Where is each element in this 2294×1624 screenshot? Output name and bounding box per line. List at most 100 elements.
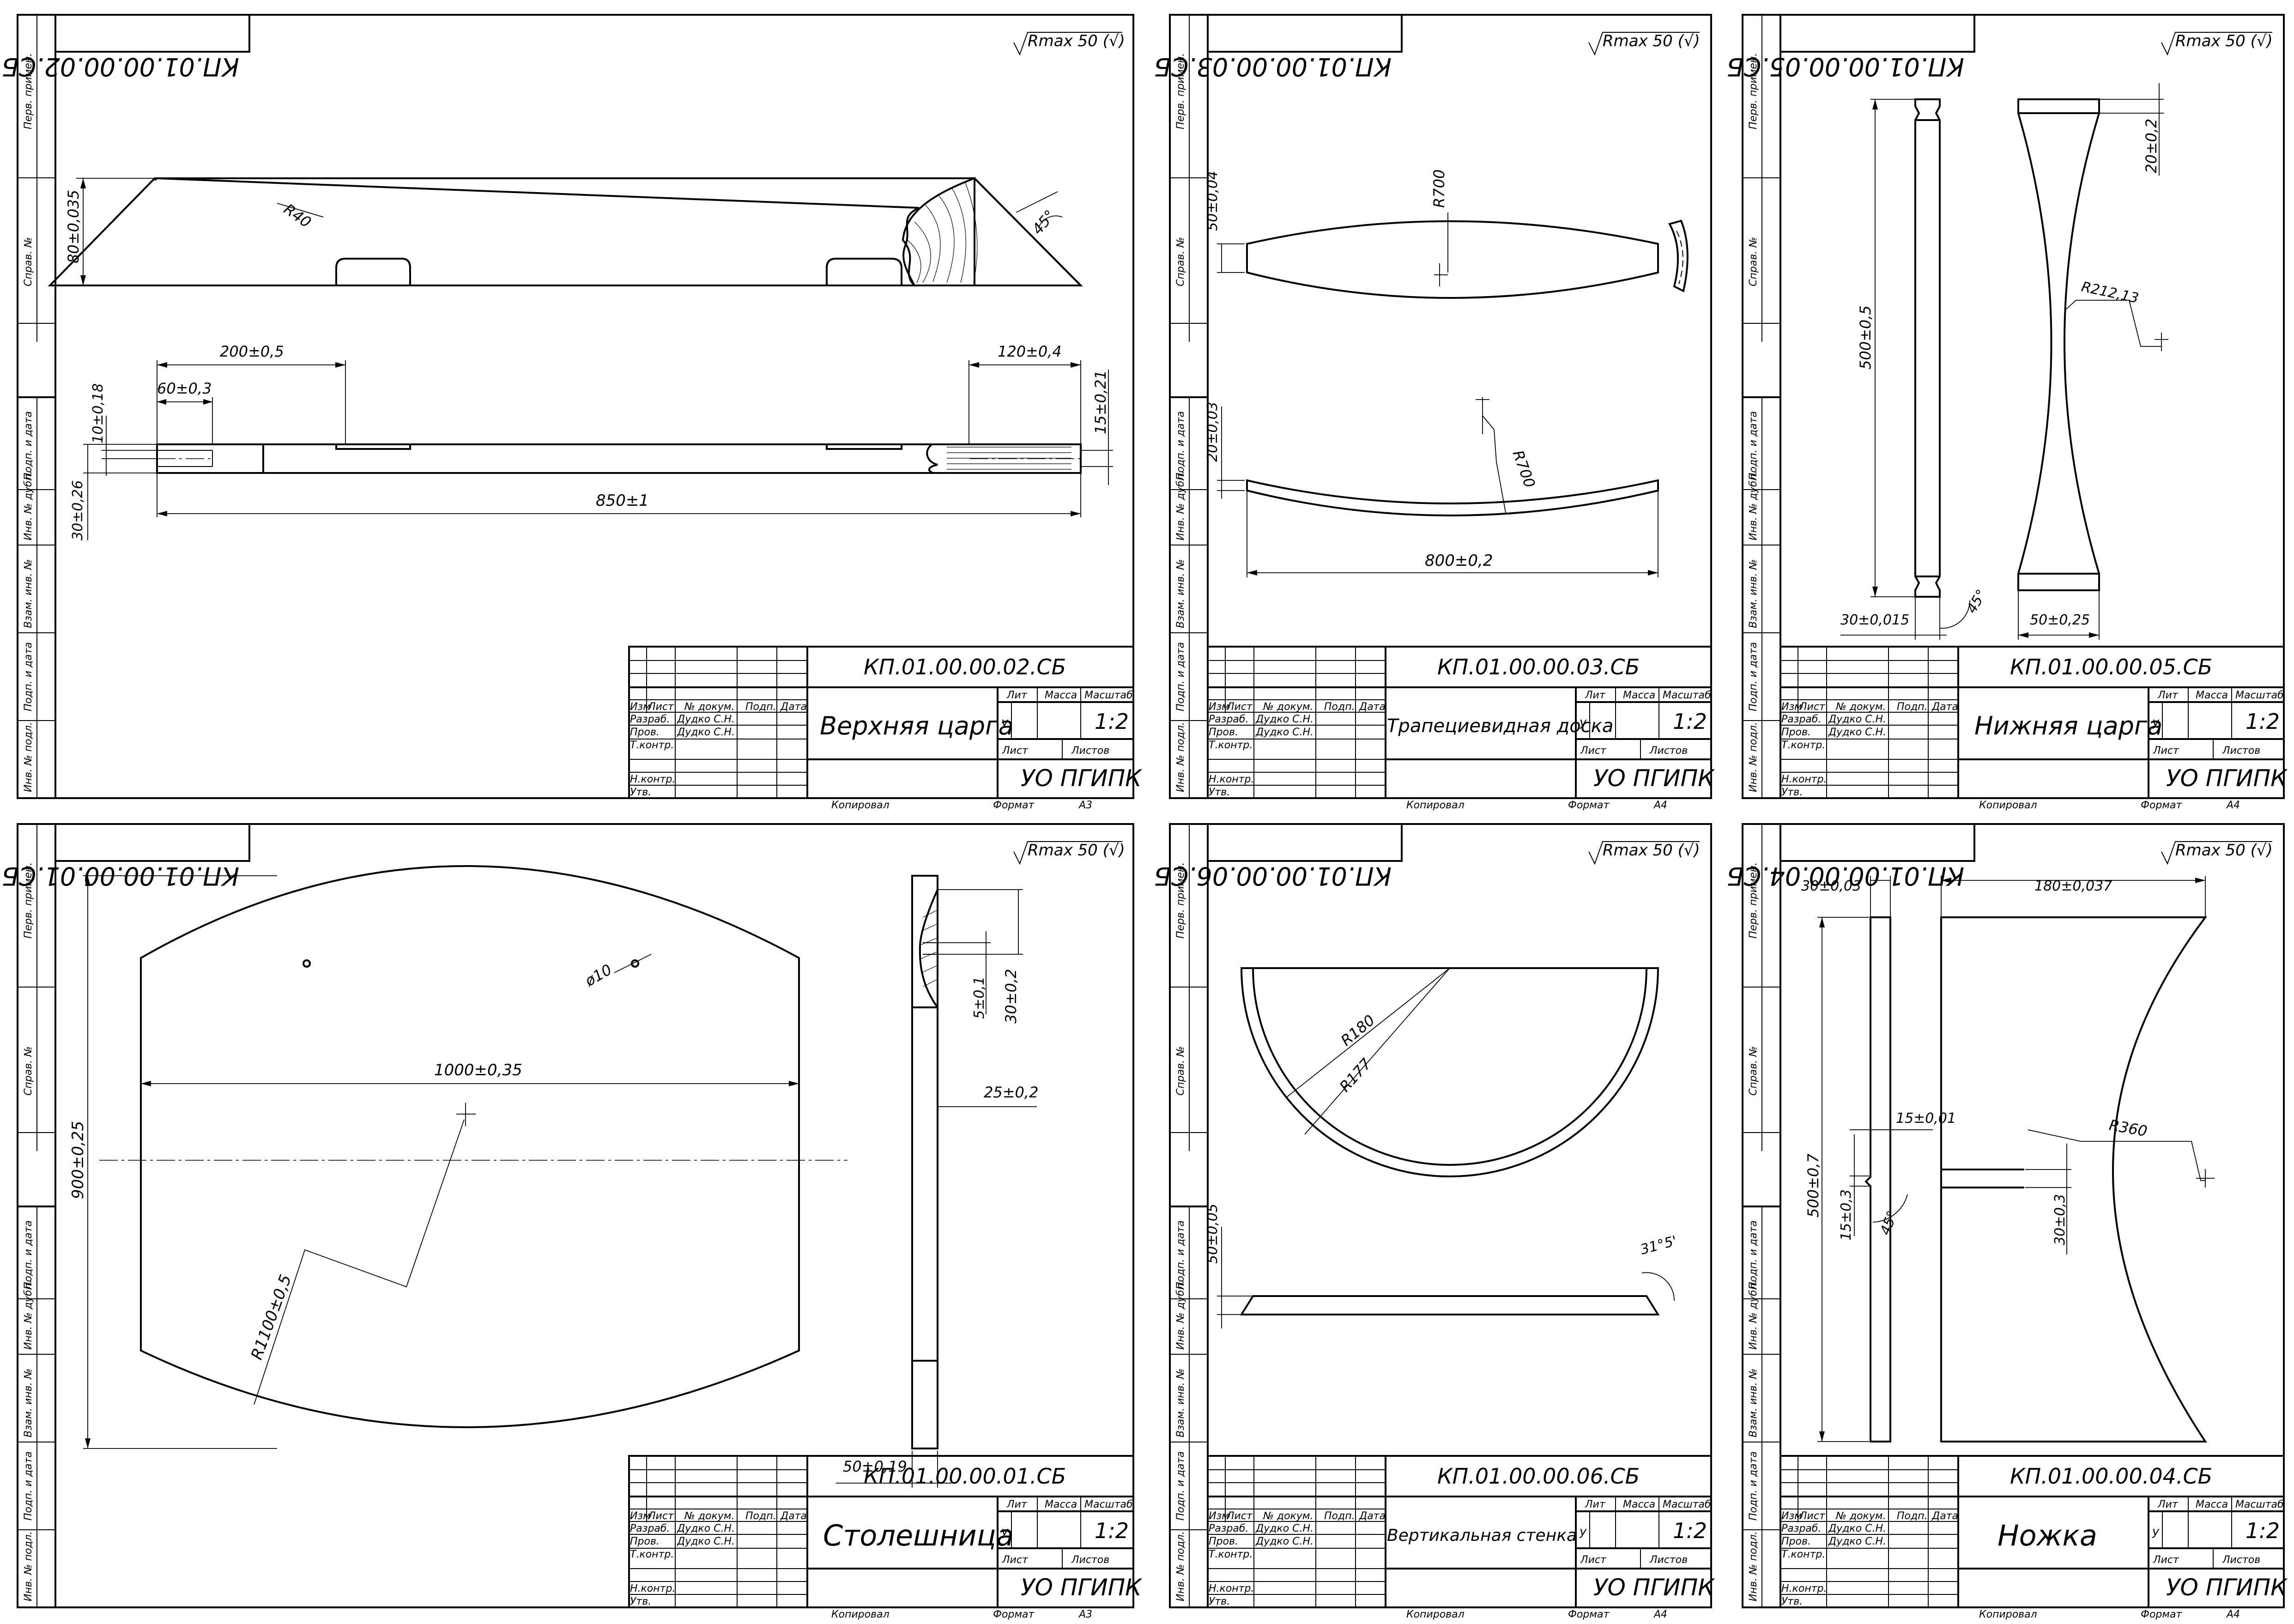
drawing-label: Взам. инв. №: [1175, 559, 1186, 628]
dim-height: 80±0,035: [65, 190, 82, 263]
drawing-line: [157, 362, 167, 368]
drawing-sheet-vertical-wall: Перв. примен. Справ. № Подп. и дата Инв.…: [1152, 811, 1718, 1624]
drawing-label: Подп. и дата: [1748, 1220, 1759, 1290]
dim-800: 800±0,2: [1425, 551, 1493, 570]
drawing-line: [902, 177, 975, 286]
drawing-label: Масса: [1623, 690, 1655, 701]
drawing-line: [1676, 230, 1683, 285]
side-field-2: Справ. №: [23, 237, 34, 286]
org-name: УО ПГИПК: [1593, 1574, 1715, 1601]
drawing-label: Инв. № дубл.: [1748, 471, 1759, 540]
title-name: Трапециевидная доска: [1387, 715, 1613, 737]
drawing-line: [907, 240, 921, 283]
drawing-label: Подп. и дата: [1175, 1220, 1186, 1290]
drawing-line: [157, 399, 166, 405]
drawing-label: № докум.: [1263, 1510, 1313, 1522]
drawing-line: [628, 1455, 1134, 1608]
drawing-label: Листов: [2222, 745, 2260, 757]
drawing-line: [85, 1438, 91, 1448]
drawing-line: [157, 511, 167, 516]
dim-r1100: R1100±0,5: [248, 1272, 296, 1362]
drawing-label: Масса: [1045, 690, 1077, 701]
drawing-label: Подп. и дата: [1175, 642, 1186, 711]
org-name: УО ПГИПК: [1021, 1574, 1143, 1601]
drawing-line: [157, 177, 1083, 286]
dim-hole: ø10: [581, 961, 615, 990]
drawing-label: А4: [1653, 1609, 1667, 1620]
drawing-label: Изм: [1781, 701, 1802, 713]
drawing-label: 1:2: [1673, 1518, 1707, 1543]
drawing-label: А3: [1078, 1609, 1092, 1620]
drawing-label: Разраб.: [630, 714, 670, 725]
drawing-line: [826, 258, 902, 285]
drawing-line: [1668, 219, 1689, 292]
dim-25: 25±0,2: [984, 1084, 1038, 1101]
drawing-label: Дудко С.Н.: [677, 1523, 735, 1534]
title-code: КП.01.00.00.04.СБ: [2010, 1464, 2212, 1489]
drawing-label: Дудко С.Н.: [677, 714, 735, 725]
drawing-label: Подп. и дата: [23, 1220, 34, 1290]
drawing-line: [1286, 968, 1450, 1098]
drawing-label: Подп. и дата: [1175, 411, 1186, 480]
drawing-line: [254, 1119, 465, 1405]
roughness-mark: Rmax 50 (√): [1603, 841, 1700, 860]
drawing-label: Утв.: [1209, 787, 1230, 798]
org-name: УО ПГИПК: [2166, 1574, 2288, 1601]
drawing-line: [628, 646, 1134, 799]
drawing-label: Лит: [1006, 1499, 1028, 1510]
drawing-label: Масштаб: [1663, 1499, 1711, 1510]
drawing-label: Утв.: [1781, 1596, 1803, 1607]
drawing-label: Лист: [2153, 745, 2179, 757]
drawing-label: Лист: [1799, 1510, 1826, 1522]
drawing-line: [914, 221, 931, 283]
drawing-label: Инв. № дубл.: [1748, 1280, 1759, 1350]
drawing-label: Лист: [1226, 701, 1253, 713]
drawing-label: Инв. № подл.: [1175, 1531, 1186, 1601]
drawing-label: у: [1579, 715, 1587, 729]
drawing-label: Н.контр.: [630, 774, 675, 785]
drawing-line: [920, 910, 937, 987]
drawing-label: Н.контр.: [630, 1583, 675, 1594]
drawing-label: Т.контр.: [1781, 739, 1825, 751]
drawing-label: Перв. примен.: [1175, 53, 1186, 129]
drawing-label: Т.контр.: [1781, 1549, 1825, 1560]
drawing-line: [1169, 14, 1712, 799]
drawing-label: Масса: [1045, 1499, 1077, 1510]
drawing-label: Инв. № подл.: [1175, 722, 1186, 792]
drawing-line: [2065, 300, 2161, 347]
drawing-line: [2089, 632, 2099, 638]
dim-30-top: 30±0,03: [1801, 878, 1861, 894]
drawing-label: Подп.: [745, 1510, 776, 1522]
drawing-label: Формат: [1568, 1609, 1610, 1620]
drawing-label: Дата: [780, 701, 807, 713]
sheet-code-mirrored: КП.01.00.00.05.СБ: [1727, 52, 1964, 81]
drawing-label: Листов: [1071, 1554, 1109, 1566]
drawing-label: № докум.: [1835, 1510, 1886, 1522]
drawing-line: [140, 865, 800, 1428]
side-field-5: Взам. инв. №: [23, 559, 34, 628]
drawing-label: 1:2: [2246, 1518, 2280, 1543]
drawing-label: Пров.: [1209, 727, 1238, 738]
drawing-line: [1588, 841, 1700, 865]
drawing-line: [1071, 511, 1081, 516]
drawing-line: [2028, 1129, 2205, 1181]
side-field-3: Подп. и дата: [23, 411, 34, 480]
title-block: Изм Лист № докум. Подп. Дата Разраб. Про…: [1780, 1455, 2288, 1620]
drawing-line: [969, 362, 979, 368]
drawing-label: Подп.: [745, 701, 776, 713]
title-code: КП.01.00.00.06.СБ: [1437, 1464, 1640, 1489]
drawing-label: Листов: [1649, 1554, 1688, 1566]
title-block: Изм Лист № докум. Подп. Дата Разраб. Про…: [1780, 646, 2288, 811]
drawing-line: [921, 965, 937, 973]
dim-30: 30±0,015: [1840, 612, 1909, 628]
drawing-line: [1247, 570, 1257, 576]
drawing-label: Изм: [1209, 1510, 1229, 1522]
drawing-line: [1304, 968, 1450, 1135]
dim-180: 180±0,037: [2034, 878, 2112, 894]
dim-r700-bottom: R700: [1509, 448, 1538, 490]
drawing-line: [1780, 14, 1975, 53]
drawing-line: [303, 959, 311, 968]
drawing-label: Справ. №: [23, 1046, 34, 1096]
title-name: Ножка: [1997, 1519, 2097, 1552]
drawing-line: [85, 876, 91, 886]
